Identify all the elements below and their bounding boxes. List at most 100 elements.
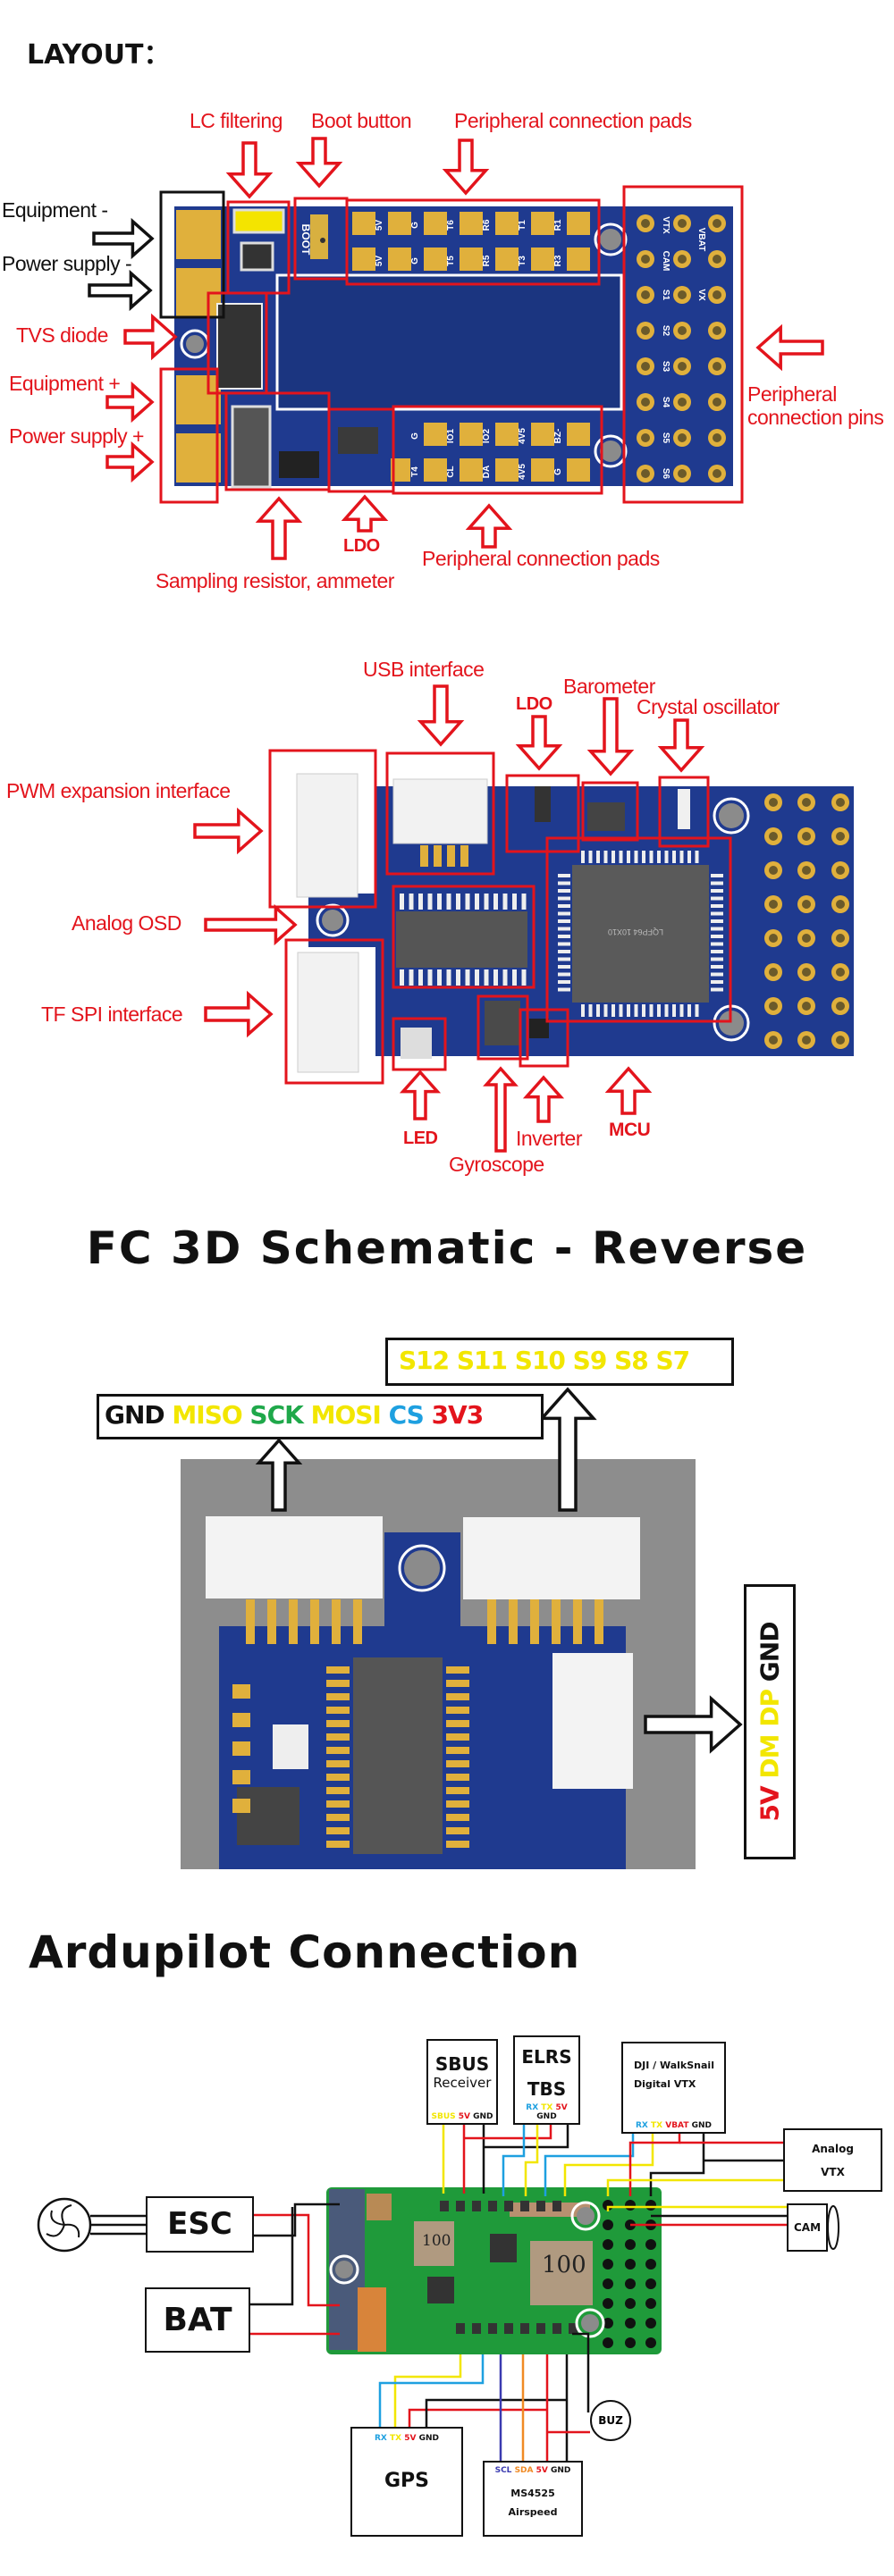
pin-hole — [641, 362, 650, 371]
mcu-pin — [711, 911, 723, 916]
solder-pad — [456, 2201, 465, 2211]
mcu-pin — [672, 851, 676, 863]
arrow-icon — [515, 715, 563, 771]
pin-hole — [802, 798, 811, 807]
gps-pin-5v: 5V — [404, 2434, 419, 2443]
digital-vtx-label: Digital VTX — [634, 2078, 696, 2090]
barometer-box — [581, 781, 639, 842]
solder-pad — [567, 423, 590, 446]
pin-hole — [769, 1002, 778, 1011]
spi-pinout-box: GND MISO SCK MOSI CS 3V3 — [97, 1394, 544, 1439]
inverter-box — [519, 1008, 569, 1068]
pcb-silkscreen-label: R5 — [482, 255, 492, 266]
header-pin — [645, 2337, 656, 2348]
pin-hole — [769, 968, 778, 977]
dji-pin-rx: RX — [636, 2121, 652, 2130]
header-pin — [645, 2239, 656, 2250]
osd-pin — [418, 894, 423, 910]
chip — [427, 2277, 454, 2303]
elrs-pin-rx: RX — [526, 2103, 542, 2112]
mcu-pin — [588, 1004, 593, 1017]
osd-pin — [418, 969, 423, 986]
pcb-boot-label: BOOT — [299, 224, 312, 256]
pin-hole — [836, 798, 845, 807]
label-ldo: LDO — [343, 536, 380, 556]
chip-pad — [446, 1827, 469, 1834]
mcu-pin — [558, 942, 570, 946]
black-arrow-icon — [88, 269, 153, 312]
airspeed-sensor-box: SCL SDA 5V GND MS4525 Airspeed — [483, 2461, 583, 2537]
sampling-resistor — [231, 405, 272, 489]
wire — [628, 2134, 681, 2196]
pin-hole — [836, 968, 845, 977]
header-pin — [625, 2278, 636, 2289]
label-power-plus: Power supply + — [9, 424, 144, 448]
osd-pin — [502, 969, 508, 986]
spi-pin-miso: MISO — [172, 1400, 250, 1430]
osd-pin — [446, 969, 451, 986]
connector-pad — [595, 1599, 603, 1644]
pcb-silkscreen-label: BZ- — [553, 429, 563, 444]
ms4525-pin-scl: SCL — [494, 2466, 515, 2475]
power-pad — [176, 375, 221, 424]
pin-hole — [641, 469, 650, 478]
chip-pad — [326, 1693, 350, 1700]
solder-pad — [460, 458, 483, 482]
mcu-chip — [572, 865, 709, 1003]
connector-pad — [267, 1599, 276, 1644]
osd-pin — [521, 894, 527, 910]
pads-top-box — [345, 198, 601, 286]
arrow-icon — [204, 903, 298, 946]
mcu-pin — [619, 1004, 623, 1017]
gyroscope-chip — [485, 1001, 520, 1045]
mcu-pin — [558, 950, 570, 953]
connector-pad — [289, 1599, 298, 1644]
pin-hole — [769, 1036, 778, 1045]
mcu-pin — [558, 972, 570, 977]
wire — [502, 2124, 526, 2196]
connector-pad — [509, 1599, 518, 1644]
usb-pad — [420, 845, 428, 867]
pin-hole — [769, 934, 778, 943]
black-arrow-icon — [538, 1387, 597, 1512]
led-box — [392, 1017, 447, 1071]
usb-connector — [552, 1653, 633, 1789]
usb-pinout-box: 5V DM DP GND — [744, 1584, 796, 1859]
crystal — [273, 1724, 308, 1769]
arrow-icon — [105, 441, 155, 483]
solder-pad — [424, 248, 447, 271]
header-pin — [603, 2239, 613, 2250]
flight-controller-board — [326, 2187, 662, 2354]
pcb-silkscreen-label: IO2 — [482, 429, 492, 444]
pin-hole — [713, 398, 721, 407]
header-pin-label: S4 — [661, 397, 670, 408]
mcu-pin — [619, 851, 623, 863]
pin-hole — [678, 219, 687, 228]
chip-pad — [446, 1760, 469, 1767]
label-sampling-resistor: Sampling resistor, ammeter — [156, 569, 394, 592]
osd-pin — [446, 894, 451, 910]
solder-pad — [531, 248, 554, 271]
mcu-pin — [711, 927, 723, 931]
mcu-pin — [558, 957, 570, 961]
pin-hole — [678, 255, 687, 264]
smd-pad — [232, 1799, 250, 1813]
osd-pin — [400, 969, 404, 986]
sbus-pin-gnd: GND — [473, 2112, 493, 2121]
pin-hole — [713, 326, 721, 335]
pcb-silkscreen-label: T6 — [446, 220, 456, 231]
label-pads-bottom: Peripheral connection pads — [422, 547, 660, 570]
wire — [425, 2398, 567, 2430]
esc-box: ESC — [146, 2196, 254, 2253]
esc-label: ESC — [167, 2206, 232, 2242]
chip-pad — [446, 1787, 469, 1794]
solder-pad — [456, 2323, 465, 2334]
mcu-pin — [581, 851, 585, 863]
arrow-icon — [755, 323, 824, 372]
mcu-pin — [711, 950, 723, 953]
solder-pad — [495, 212, 519, 235]
mounting-hole-center — [322, 910, 343, 931]
osd-pin — [493, 894, 498, 910]
tf-spi-box — [284, 938, 384, 1085]
pwm-pin-s12: S12 — [399, 1346, 457, 1375]
